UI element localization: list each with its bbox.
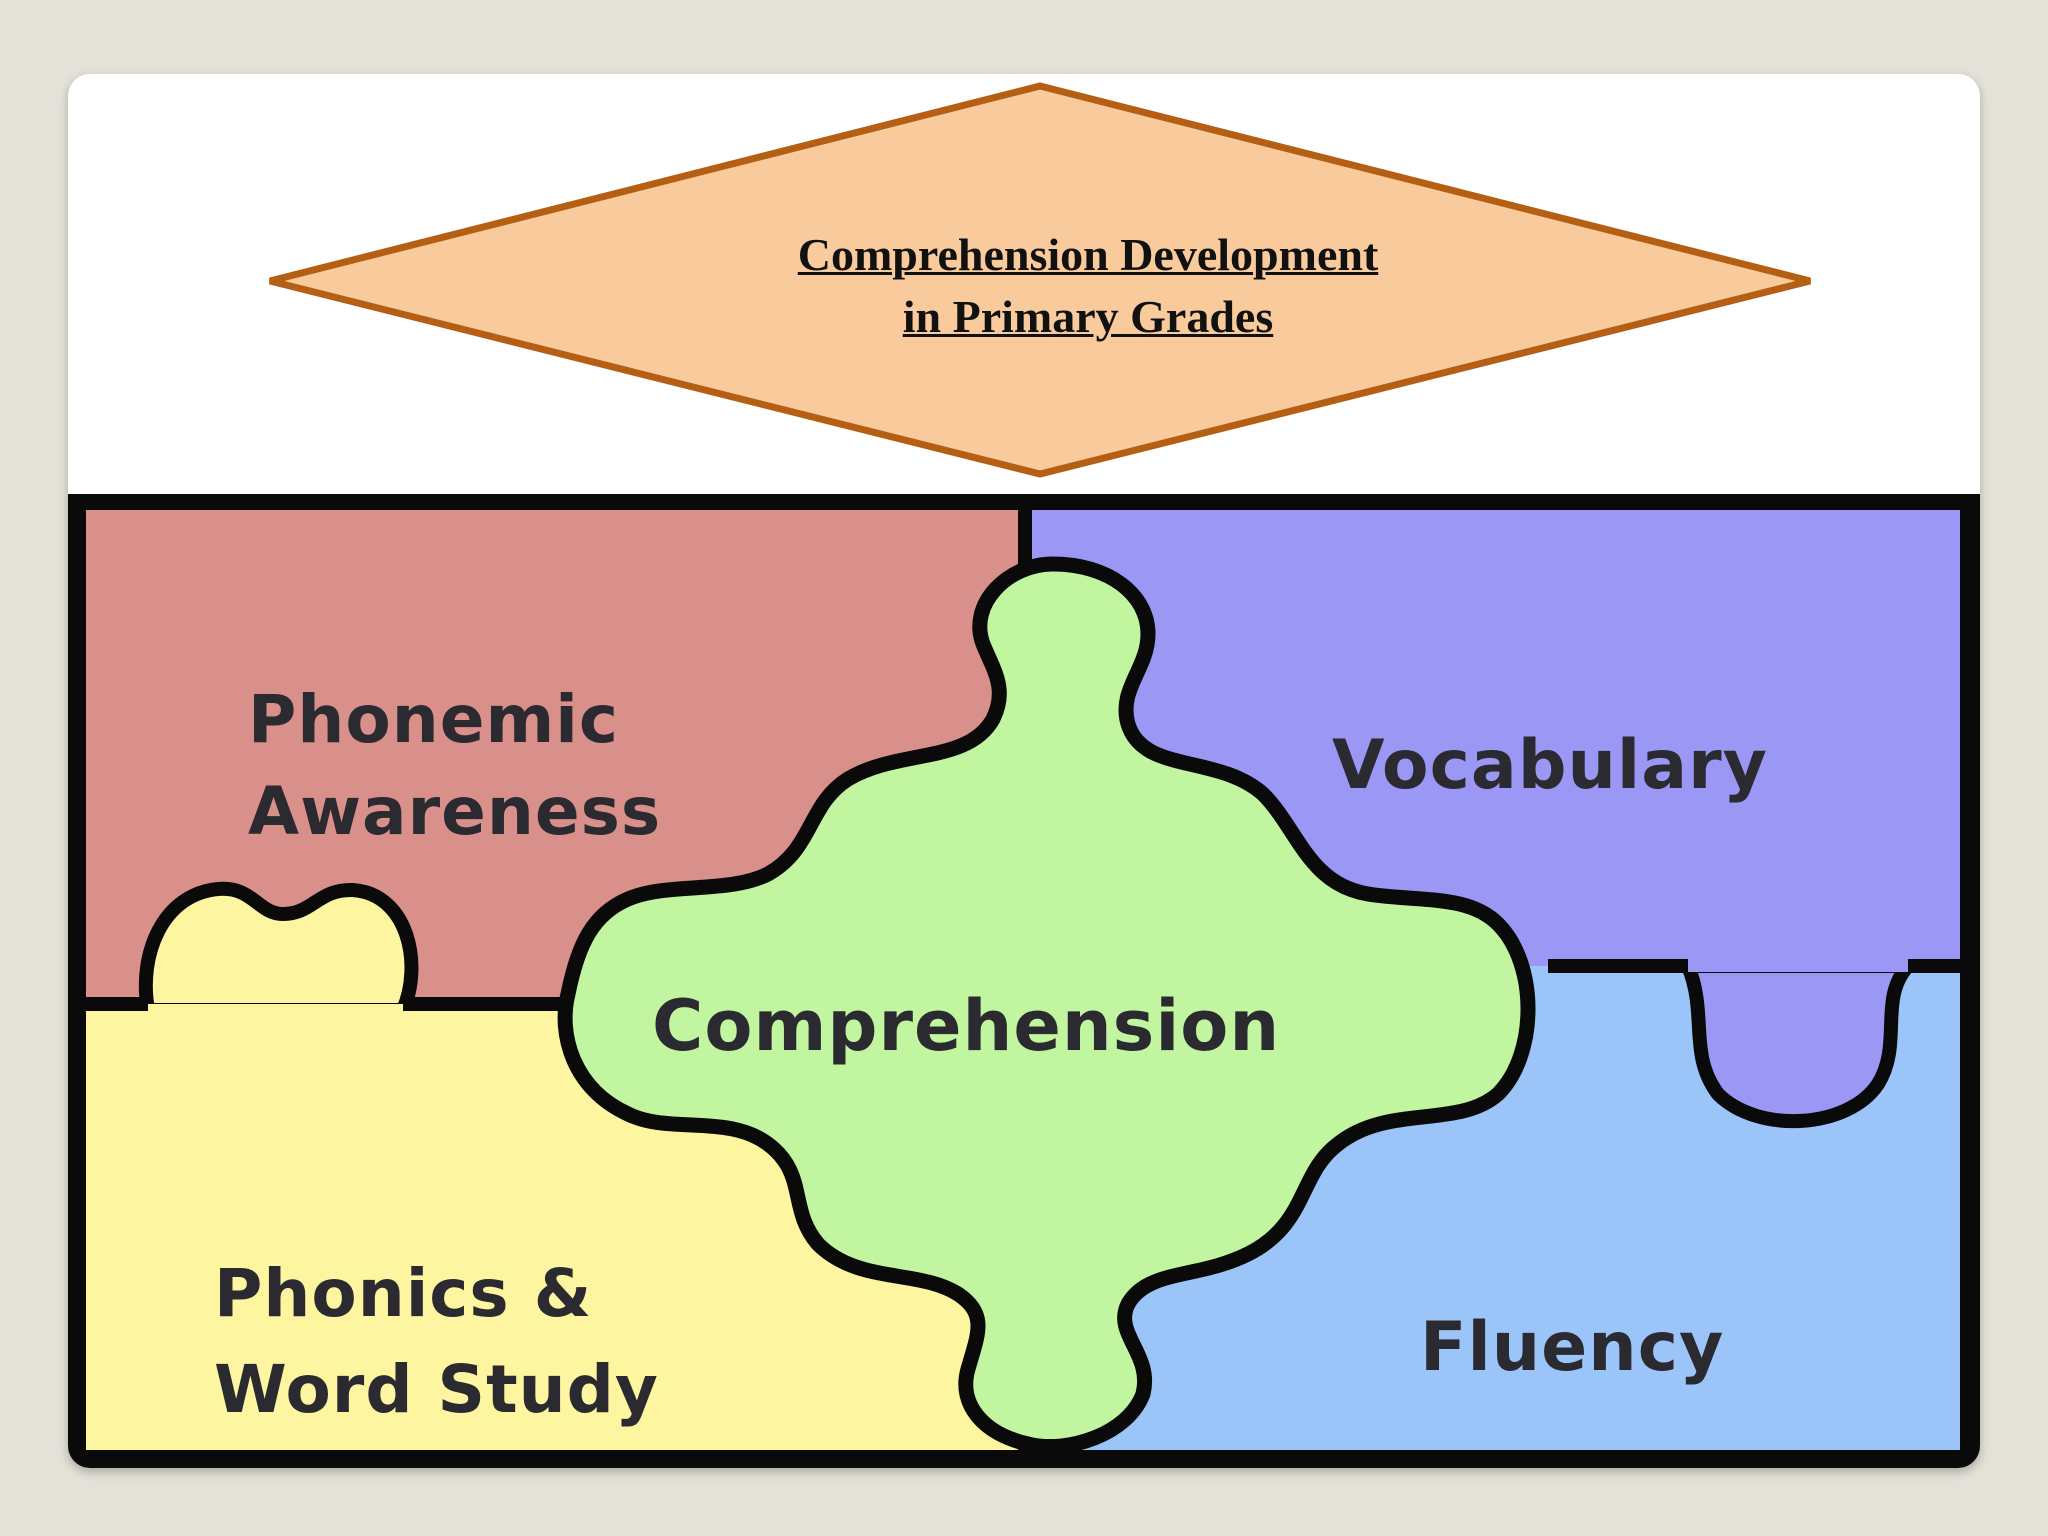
title-line-1: Comprehension Development [797,229,1379,280]
label-phonemic-line-2: Awareness [248,773,662,850]
puzzle-diagram: Phonemic Awareness Vocabulary Phonics & … [68,494,1980,1468]
title-line-2: in Primary Grades [902,291,1274,342]
page-title: Comprehension Development in Primary Gra… [628,224,1548,348]
diamond-shape [269,82,1811,478]
label-phonics-line-1: Phonics & [214,1255,593,1332]
puzzle-graphic [68,494,1980,1468]
label-phonemic-line-1: Phonemic [248,681,619,758]
label-phonics-line-2: Word Study [214,1351,659,1428]
label-phonics-word-study: Phonics & Word Study [214,1246,659,1438]
label-fluency: Fluency [1420,1302,1724,1394]
title-banner: Comprehension Development in Primary Gra… [68,74,1980,494]
phonics-knob [138,881,419,1017]
label-fluency-line-1: Fluency [1420,1308,1725,1387]
label-comprehension: Comprehension [652,980,1280,1072]
label-vocabulary-line-1: Vocabulary [1332,726,1768,805]
slide: Comprehension Development in Primary Gra… [68,74,1980,1468]
label-vocabulary: Vocabulary [1332,720,1768,812]
piece-comprehension [557,556,1536,1455]
label-phonemic-awareness: Phonemic Awareness [248,674,661,858]
vocabulary-knob [1681,959,1915,1129]
label-comprehension-line-1: Comprehension [652,985,1281,1067]
